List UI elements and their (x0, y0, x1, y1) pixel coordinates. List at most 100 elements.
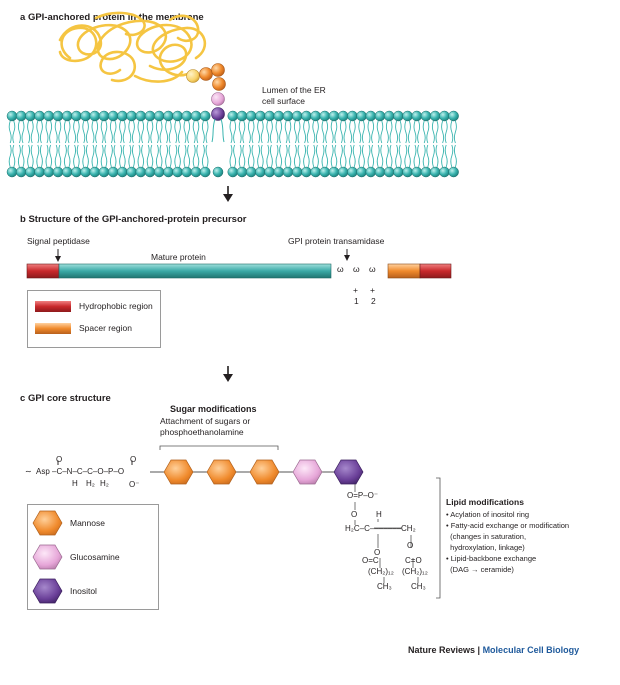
lipid-head-inner (310, 166, 321, 178)
lipid-head-outer (291, 110, 303, 122)
panel-b-title: b Structure of the GPI-anchored-protein … (20, 214, 246, 225)
lipid-head-outer (181, 110, 193, 122)
transamidase-arrow (344, 249, 350, 261)
lipid-item: hydroxylation, linkage) (446, 543, 525, 552)
position-number-2: 2 (371, 296, 376, 306)
signal-peptidase-label: Signal peptidase (27, 236, 90, 246)
lipid-head-outer (264, 110, 275, 122)
lipid-head-inner (291, 166, 303, 178)
ester-group-1: O=C (362, 556, 379, 565)
lipid-head-inner (107, 166, 119, 178)
lipid-head-outer (374, 110, 386, 122)
lipid-head-inner (383, 166, 395, 178)
lipid-head-inner (429, 166, 441, 178)
methyl-1: CH₃ (377, 582, 392, 591)
plus-sign-2: + (370, 285, 375, 295)
glycan-hexagons (163, 459, 364, 485)
methyl-2: CH₃ (411, 582, 426, 591)
lipid-head-inner (411, 166, 423, 178)
lipid-head-outer (61, 110, 73, 122)
mannose-hexagon-3 (249, 459, 280, 485)
panel-c-title-text: GPI core structure (27, 393, 111, 404)
lipid-head-inner (190, 166, 202, 178)
legend-hydrophobic: Hydrophobic region (28, 295, 160, 317)
lipid-head-inner (273, 166, 285, 178)
lipid-head-inner (61, 166, 73, 178)
legend-hexagons (32, 510, 63, 604)
journal-name: Molecular Cell Biology (482, 645, 580, 655)
inositol-hexagon (333, 459, 364, 485)
lipid-head-inner (153, 166, 165, 178)
lipid-head-outer (328, 110, 340, 122)
journal-prefix: Nature Reviews (408, 645, 476, 655)
panel-c-letter: c (20, 393, 26, 404)
lipid-head-outer (135, 110, 147, 122)
lipid-head-outer (153, 110, 165, 122)
lipid-head-inner (301, 166, 312, 178)
transamidase-label: GPI protein transamidase (288, 236, 385, 246)
lipid-item: • Lipid-backbone exchange (446, 554, 537, 563)
lipid-head-outer (255, 110, 266, 122)
protein-tangle (58, 11, 207, 83)
lipid-head-inner (15, 166, 27, 178)
lipid-head-outer (6, 110, 18, 122)
lipid-head-outer (402, 110, 413, 122)
glycerol-backbone: H₂C–C–––––––CH₂ (345, 524, 416, 533)
precursor-bar (26, 263, 452, 279)
lipid-modifications-title: Lipid modifications (446, 497, 524, 507)
lipid-head-inner (393, 166, 404, 178)
sugar-modifications-line2: phosphoethanolamine (160, 427, 244, 437)
lipid-head-inner (34, 166, 45, 178)
ester-o-2: O (407, 541, 414, 550)
lipid-head-outer (98, 110, 110, 122)
lipid-bracket (436, 477, 441, 599)
journal-credit: Nature Reviews | Molecular Cell Biology (408, 645, 579, 655)
lipid-head-outer (365, 110, 377, 122)
lipid-head-inner (25, 166, 36, 178)
asp-label: Asp (36, 467, 50, 476)
lipid-head-outer (172, 110, 183, 122)
lipid-head-outer (439, 110, 450, 122)
lipid-head-outer (144, 110, 156, 122)
lipid-head-inner (172, 166, 183, 178)
lipid-head-outer (107, 110, 119, 122)
sugar-modifications-line1: Attachment of sugars or (160, 416, 251, 426)
lipid-head-outer (282, 110, 294, 122)
lipid-head-inner (163, 166, 174, 178)
lipid-head-outer (34, 110, 45, 122)
mannose-hexagon-1 (163, 459, 194, 485)
phospholipid-bonds (354, 484, 419, 583)
lipid-head-inner (117, 166, 128, 178)
lipid-head-outer (319, 110, 331, 122)
lipid-head-outer (163, 110, 174, 122)
omega-label: ω (337, 264, 344, 274)
lipid-head-outer (301, 110, 312, 122)
membrane-bilayer (6, 110, 459, 178)
lipid-head-outer (411, 110, 423, 122)
lipid-head-outer (273, 110, 285, 122)
lipid-head-inner (89, 166, 101, 178)
spacer-label: Spacer region (79, 323, 132, 333)
lipid-o: O (351, 510, 358, 519)
position-number-1: 1 (354, 296, 359, 306)
lipid-head-outer (448, 110, 459, 122)
omega-plus-1-label: ω (353, 264, 360, 274)
panel-a-title: a GPI-anchored protein in the membrane (20, 12, 204, 23)
ester-o-1: O (374, 548, 381, 557)
lipid-head-inner (43, 166, 55, 178)
lipid-head-inner (71, 166, 82, 178)
lumen-label-1: Lumen of the ER (262, 85, 326, 95)
lipid-item: • Fatty-acid exchange or modification (446, 521, 570, 530)
lipid-head-inner (264, 166, 275, 178)
lipid-head-outer (310, 110, 321, 122)
lipid-head-outer (80, 110, 91, 122)
lipid-head-inner (199, 166, 211, 178)
glucosamine-hexagon (292, 459, 323, 485)
amide-h: H (72, 479, 78, 488)
lipid-head-inner (181, 166, 193, 178)
legend-panel-c: Mannose Glucosamine Inositol (27, 504, 159, 610)
lipid-head-outer (43, 110, 55, 122)
ester-group-2: C=O (405, 556, 422, 565)
glycerol-h: H (376, 510, 382, 519)
